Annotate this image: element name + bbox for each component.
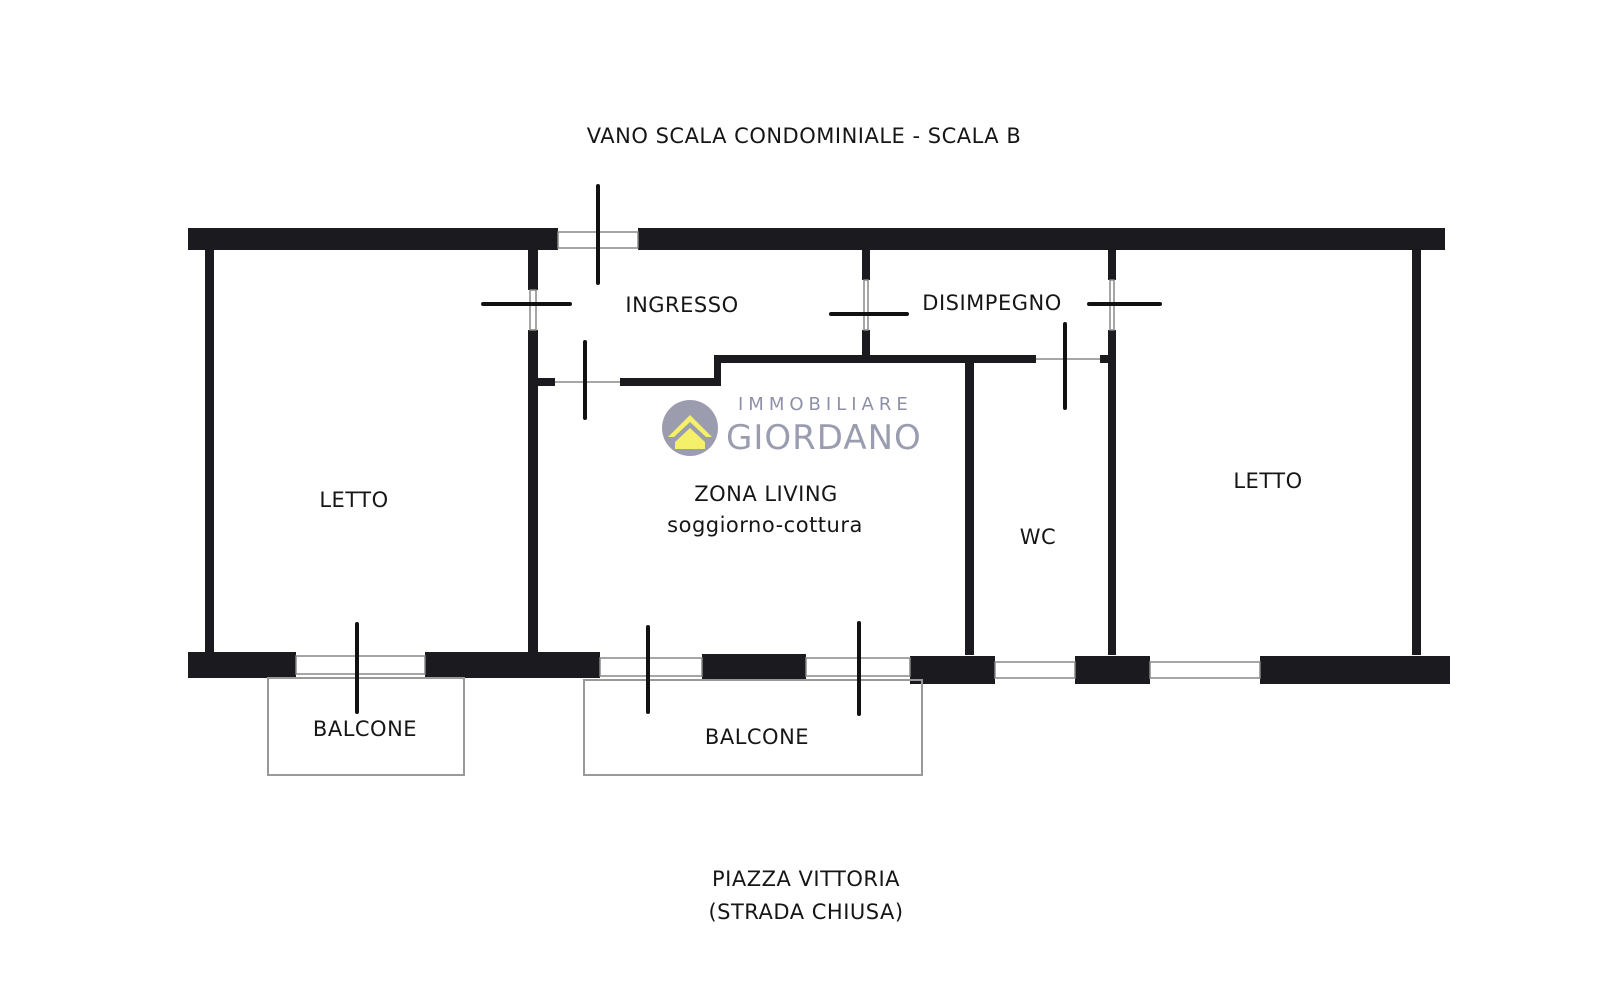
room-label-wc: WC <box>1019 525 1057 549</box>
logo-text-immobiliare: IMMOBILIARE <box>738 394 913 415</box>
room-label-balcone-right: BALCONE <box>704 725 810 749</box>
room-label-balcone-left: BALCONE <box>312 717 418 741</box>
balconies <box>267 677 923 776</box>
logo-text-giordano: GIORDANO <box>726 418 922 458</box>
street-name: PIAZZA VITTORIA <box>711 867 901 891</box>
door-markers <box>355 184 1162 716</box>
plan-title: VANO SCALA CONDOMINIALE - SCALA B <box>586 124 1022 148</box>
logo-mark <box>662 400 718 456</box>
room-label-soggiorno-cottura: soggiorno-cottura <box>667 513 863 537</box>
walls <box>188 228 1450 684</box>
room-label-zona-living: ZONA LIVING <box>694 482 838 506</box>
room-label-letto-left: LETTO <box>319 488 389 512</box>
windows <box>295 231 1261 679</box>
room-label-letto-right: LETTO <box>1233 469 1303 493</box>
street-note: (STRADA CHIUSA) <box>708 900 904 924</box>
room-label-ingresso: INGRESSO <box>625 293 739 317</box>
room-label-disimpegno: DISIMPEGNO <box>922 291 1062 315</box>
